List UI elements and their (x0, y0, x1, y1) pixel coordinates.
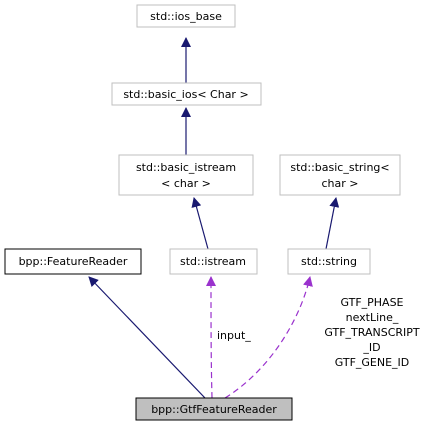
edge-label-nextline: nextLine_ (346, 311, 399, 324)
edge-istream-to-basic-istream (191, 197, 209, 250)
node-gtf-feature-reader[interactable]: bpp::GtfFeatureReader (135, 397, 293, 421)
node-ios-base[interactable]: std::ios_base (136, 4, 236, 28)
edge-gtf-to-feature-reader (88, 276, 206, 399)
node-istream[interactable]: std::istream (169, 248, 258, 275)
node-basic-string-line-2: char > (322, 177, 359, 190)
edge-gtf-input-member (206, 276, 217, 399)
edge-label-id: _ID (362, 341, 380, 354)
node-feature-reader[interactable]: bpp::FeatureReader (4, 248, 142, 275)
node-basic-istream[interactable]: std::basic_istream < char > (118, 154, 254, 196)
node-ios-base-label: std::ios_base (150, 10, 222, 23)
node-basic-ios-label: std::basic_ios< Char > (123, 88, 248, 101)
node-basic-string-line-1: std::basic_string< (290, 161, 389, 174)
edge-string-to-basic-string (325, 197, 340, 250)
edge-gtf-string-members (224, 276, 313, 399)
node-string[interactable]: std::string (287, 248, 371, 275)
node-istream-label: std::istream (180, 255, 246, 268)
edge-label-gtf-gene-id: GTF_GENE_ID (335, 356, 410, 369)
node-feature-reader-label: bpp::FeatureReader (19, 255, 128, 268)
node-basic-string[interactable]: std::basic_string< char > (279, 154, 401, 196)
node-basic-ios[interactable]: std::basic_ios< Char > (111, 82, 262, 106)
node-basic-istream-line-1: std::basic_istream (136, 161, 236, 174)
edge-label-input: input_ (217, 329, 251, 342)
node-string-label: std::string (301, 255, 357, 268)
node-gtf-feature-reader-label: bpp::GtfFeatureReader (151, 403, 277, 416)
node-basic-istream-line-2: < char > (161, 177, 211, 190)
edge-label-gtf-transcript: GTF_TRANSCRIPT (324, 326, 420, 339)
edge-label-gtf-phase: GTF_PHASE (340, 296, 403, 309)
